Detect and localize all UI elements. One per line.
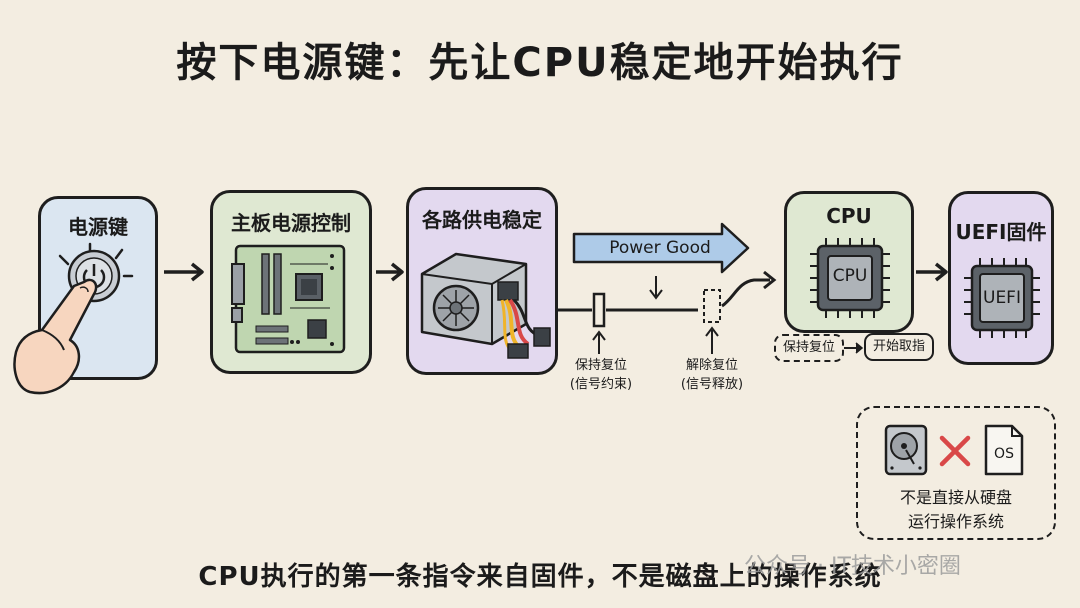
os-file-label: OS: [994, 446, 1014, 462]
uefi-chip-label: UEFI: [983, 288, 1021, 308]
state-arrow-icon: [844, 342, 864, 354]
cpu-hold-state: 保持复位: [774, 334, 844, 362]
reset-release-label: 解除复位 (信号释放): [680, 358, 744, 392]
cpu-box-label: CPU: [826, 204, 872, 228]
os-file-icon: [984, 424, 1024, 476]
page-title: 按下电源键：先让CPU稳定地开始执行: [176, 40, 904, 86]
uefi-box-label: UEFI固件: [955, 220, 1047, 244]
motherboard-icon: [231, 244, 346, 354]
arrow-2-icon: [376, 262, 404, 282]
cross-icon: [939, 435, 971, 467]
cpu-fetch-state: 开始取指: [864, 333, 934, 361]
power-button-label: 电源键: [68, 215, 128, 239]
power-good-arrow: [572, 222, 750, 274]
reset-signal-line: [558, 270, 777, 354]
note-text: 不是直接从硬盘 运行操作系统: [899, 488, 1012, 531]
bottom-caption: CPU执行的第一条指令来自固件，不是磁盘上的操作系统: [198, 562, 882, 592]
cpu-chip-label: CPU: [832, 266, 868, 286]
watermark: 公众号 · IT技术小密圈: [744, 554, 961, 579]
cpu-chip-icon: [810, 238, 890, 318]
reset-hold-label: 保持复位 (信号约束): [569, 358, 633, 392]
arrow-1-icon: [164, 262, 204, 282]
uefi-chip-icon: [964, 258, 1040, 338]
power-supply-label: 各路供电稳定: [422, 208, 542, 232]
finger-icon: [13, 278, 98, 395]
arrow-4-icon: [916, 262, 948, 282]
not-disk-note: 不是直接从硬盘 运行操作系统: [856, 406, 1056, 540]
hard-disk-icon: [884, 424, 928, 476]
motherboard-label: 主板电源控制: [231, 211, 351, 235]
power-good-label: Power Good: [609, 238, 711, 258]
psu-icon: [420, 252, 551, 359]
